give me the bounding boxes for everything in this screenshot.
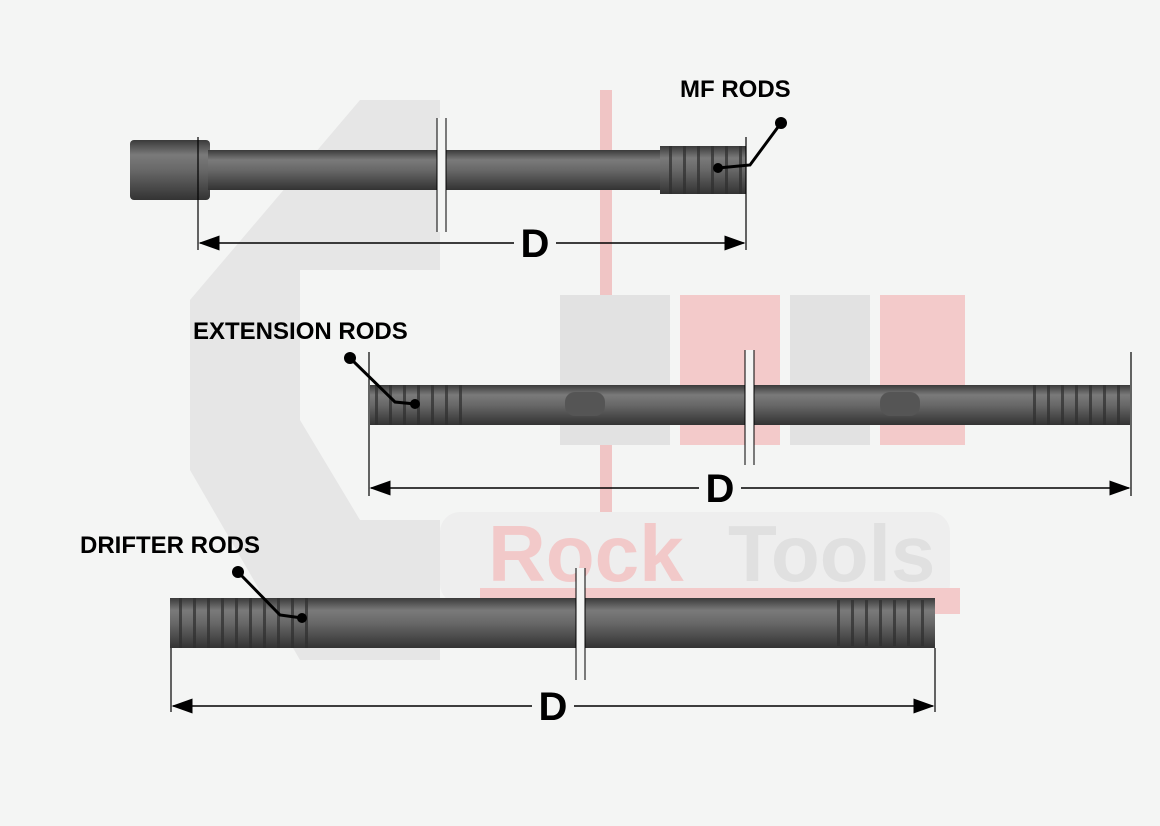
drifter-rod: D DRIFTER RODS bbox=[80, 532, 936, 729]
extension-rod: D EXTENSION RODS bbox=[193, 318, 1132, 511]
drifter-leader-line bbox=[236, 570, 303, 620]
mf-rods-label: MF RODS bbox=[680, 76, 791, 103]
mf-dimension-label: D bbox=[521, 222, 550, 266]
mf-rod: D MF RODS bbox=[130, 76, 791, 266]
watermark-tools: Tools bbox=[728, 509, 935, 598]
watermark-rock: Rock bbox=[488, 509, 684, 598]
extension-dimension-label: D bbox=[706, 467, 735, 511]
drifter-dimension-label: D bbox=[539, 685, 568, 729]
mf-leader-line bbox=[717, 122, 783, 170]
drifter-rods-label: DRIFTER RODS bbox=[80, 532, 260, 559]
extension-leader-line bbox=[348, 356, 416, 406]
extension-rods-label: EXTENSION RODS bbox=[193, 318, 408, 345]
